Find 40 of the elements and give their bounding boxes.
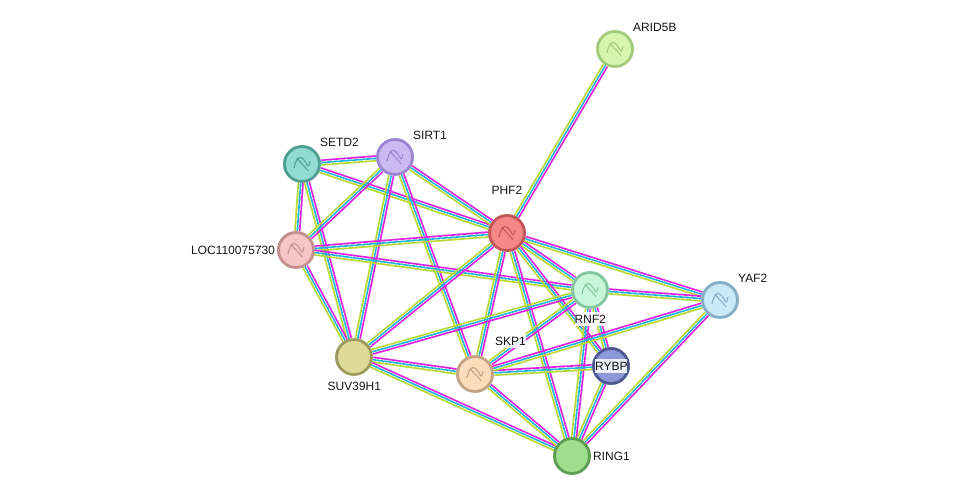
protein-label: RING1 — [593, 449, 630, 463]
interaction-edge — [354, 174, 394, 340]
protein-label: ARID5B — [633, 20, 676, 34]
interaction-edge — [487, 384, 560, 446]
interaction-edge — [308, 168, 384, 240]
interaction-edge — [408, 164, 494, 226]
protein-label: LOC110075730 — [191, 243, 275, 257]
interaction-edge — [302, 265, 348, 342]
interaction-edge — [371, 292, 573, 355]
interaction-edge — [514, 64, 608, 218]
protein-label: SUV39H1 — [328, 379, 381, 393]
protein-label: SETD2 — [320, 135, 359, 149]
protein-label: PHF2 — [492, 183, 522, 197]
interaction-edge — [582, 312, 710, 444]
interaction-edge — [294, 182, 304, 232]
interaction-edge — [520, 241, 576, 282]
interaction-edge — [608, 288, 702, 302]
protein-label: RNF2 — [574, 312, 606, 326]
interaction-edge — [318, 166, 490, 230]
interaction-edge — [476, 250, 506, 356]
interaction-edge — [576, 382, 606, 440]
interaction-edge — [509, 250, 570, 439]
interaction-edge — [570, 308, 592, 438]
interaction-edge — [492, 302, 703, 372]
interaction-edge — [494, 364, 592, 376]
interaction-edge — [372, 356, 457, 375]
interaction-edge — [488, 298, 577, 366]
interaction-edge — [398, 174, 472, 358]
protein-label: SIRT1 — [413, 128, 447, 142]
interaction-edge — [320, 155, 376, 166]
interaction-edge — [516, 246, 602, 354]
protein-label: YAF2 — [738, 271, 768, 285]
interaction-edge — [314, 231, 488, 252]
interaction-edge — [366, 242, 494, 348]
protein-label: SKP1 — [495, 334, 526, 348]
interaction-edge — [314, 249, 572, 291]
interaction-edge — [304, 182, 352, 340]
interaction-edge — [370, 362, 556, 452]
protein-label: RYBP — [595, 359, 628, 373]
interaction-edge — [524, 236, 703, 298]
